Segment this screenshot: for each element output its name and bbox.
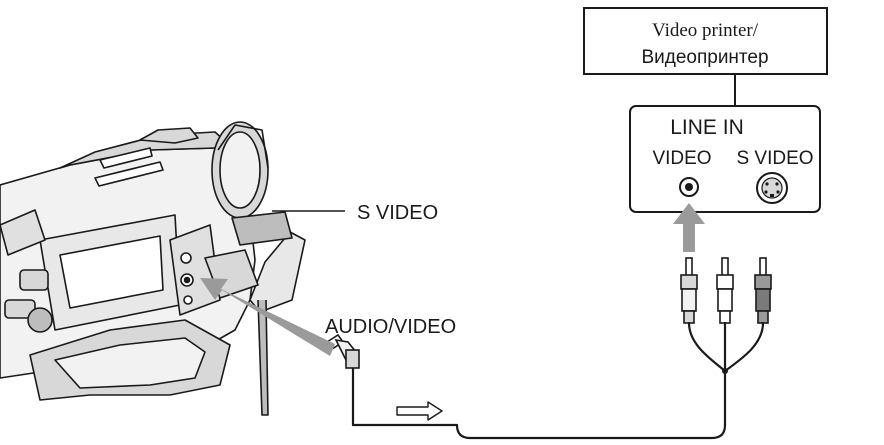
rca-plug-set xyxy=(680,257,772,324)
printer-label-ru: Видеопринтер xyxy=(641,47,768,68)
printer-label-en: Video printer/ xyxy=(652,20,759,41)
s-video-jack-icon xyxy=(756,172,788,204)
video-jack-label: VIDEO xyxy=(652,148,711,169)
audio-video-callout: AUDIO/VIDEO xyxy=(325,316,456,338)
insert-arrow-icon xyxy=(673,203,705,252)
s-video-jack-label: S VIDEO xyxy=(736,148,813,169)
video-jack-icon xyxy=(679,177,699,197)
rca-plug-video xyxy=(680,257,698,324)
cable-junction xyxy=(722,368,728,374)
av-cable xyxy=(351,321,765,440)
rca-plug-audio-red xyxy=(754,257,772,324)
signal-direction-arrow-icon xyxy=(396,401,443,421)
rca-plug-audio-white xyxy=(716,257,734,324)
av-insert-arrow-icon xyxy=(200,278,335,356)
mini-av-plug xyxy=(325,333,360,369)
line-in-panel: LINE IN VIDEO S VIDEO xyxy=(629,105,821,213)
line-in-title: LINE IN xyxy=(670,116,744,139)
s-video-callout: S VIDEO xyxy=(357,202,438,224)
camcorder-illustration xyxy=(0,121,306,416)
video-printer-box: Video printer/ Видеопринтер xyxy=(583,7,828,75)
